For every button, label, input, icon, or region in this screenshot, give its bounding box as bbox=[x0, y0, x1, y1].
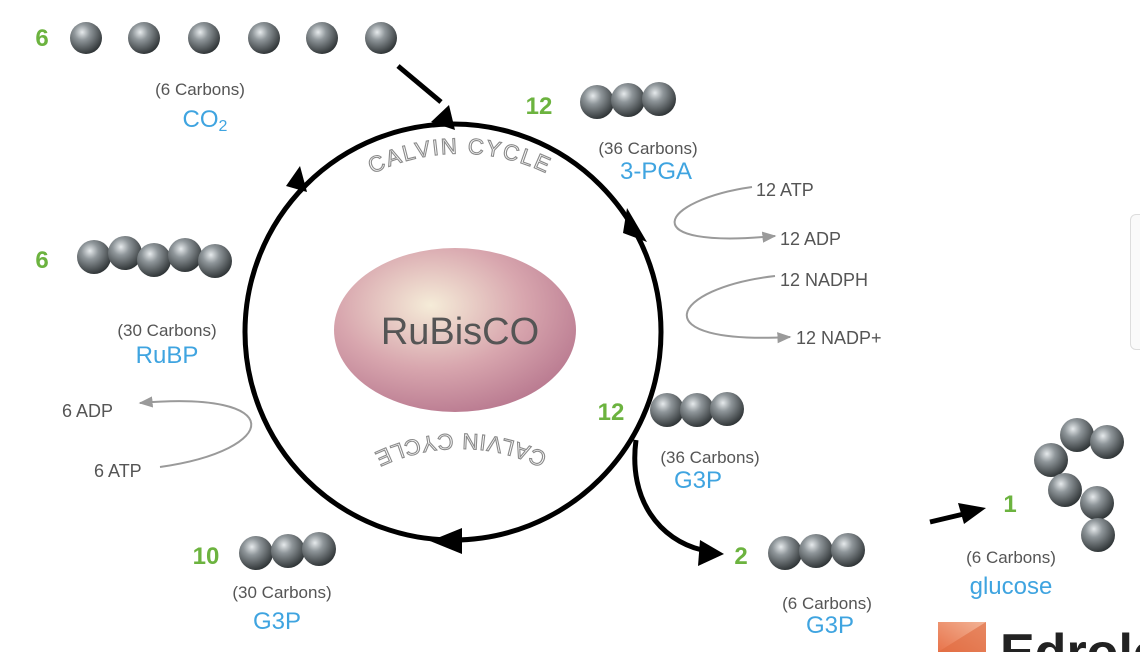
glucose-count: 1 bbox=[1003, 491, 1016, 518]
g3p-recycle-label: G3P bbox=[253, 608, 301, 635]
atp-in-label: 12 ATP bbox=[756, 180, 814, 200]
rubisco-label: RuBisCO bbox=[381, 311, 539, 353]
g3p-out-count: 2 bbox=[734, 543, 747, 570]
co2-molecule bbox=[248, 22, 280, 54]
g3p-all-label: G3P bbox=[674, 467, 722, 494]
pga-label: 3-PGA bbox=[620, 158, 692, 185]
cycle-label-bottom: CALVIN CYCLE bbox=[370, 428, 550, 472]
nadph-arrow bbox=[685, 275, 792, 344]
g3p-out-label: G3P bbox=[806, 612, 854, 639]
g3p-all-molecules bbox=[650, 392, 744, 427]
side-panel-handle[interactable] bbox=[1130, 214, 1140, 350]
co2-entry-arrow bbox=[396, 64, 443, 104]
co2-molecule bbox=[306, 22, 338, 54]
pga-count: 12 bbox=[526, 93, 553, 120]
cycle-arrow-right bbox=[623, 208, 647, 242]
g3p-exit-arrow bbox=[632, 439, 703, 553]
glucose-molecules bbox=[1034, 418, 1124, 552]
co2-molecule bbox=[128, 22, 160, 54]
adp6-out-label: 6 ADP bbox=[62, 401, 113, 421]
g3p-out-carbons: (6 Carbons) bbox=[782, 594, 872, 613]
adp-out-label: 12 ADP bbox=[780, 229, 841, 249]
g3p-out-molecules bbox=[768, 533, 865, 570]
g3p-recycle-count: 10 bbox=[193, 543, 220, 570]
g3p-all-count: 12 bbox=[598, 399, 625, 426]
rubp-molecules bbox=[77, 236, 232, 278]
nadph-in-label: 12 NADPH bbox=[780, 270, 868, 290]
rubisco-ellipse bbox=[334, 248, 576, 412]
rubp-label: RuBP bbox=[136, 342, 199, 369]
nadp-out-label: 12 NADP+ bbox=[796, 328, 882, 348]
co2-molecule bbox=[188, 22, 220, 54]
cycle-arrow-bottom bbox=[430, 528, 462, 554]
co2-carbons: (6 Carbons) bbox=[155, 80, 245, 99]
co2-arrow-head bbox=[431, 105, 455, 130]
cycle-arrow-left bbox=[286, 166, 307, 192]
co2-label: CO2 bbox=[183, 106, 228, 135]
glucose-carbons: (6 Carbons) bbox=[966, 548, 1056, 567]
g3p-recycle-molecules bbox=[239, 532, 336, 570]
g3p-recycle-carbons: (30 Carbons) bbox=[232, 583, 331, 602]
atp-adp-arrow bbox=[673, 186, 777, 243]
edrolo-logo: Edrolo bbox=[938, 622, 1140, 652]
glucose-label: glucose bbox=[970, 573, 1053, 600]
co2-count: 6 bbox=[35, 25, 48, 52]
g3p-all-carbons: (36 Carbons) bbox=[660, 448, 759, 467]
co2-molecule bbox=[70, 22, 102, 54]
co2-molecule bbox=[365, 22, 397, 54]
logo-text: Edrolo bbox=[1000, 624, 1140, 652]
atp6-adp6-arrow bbox=[138, 396, 253, 468]
atp6-in-label: 6 ATP bbox=[94, 461, 142, 481]
rubp-count: 6 bbox=[35, 247, 48, 274]
glucose-arrow-head bbox=[958, 503, 986, 524]
pga-carbons: (36 Carbons) bbox=[598, 139, 697, 158]
co2-molecules bbox=[70, 22, 397, 54]
pga-molecules bbox=[580, 82, 676, 119]
g3p-exit-arrow-head bbox=[698, 540, 724, 566]
rubp-carbons: (30 Carbons) bbox=[117, 321, 216, 340]
